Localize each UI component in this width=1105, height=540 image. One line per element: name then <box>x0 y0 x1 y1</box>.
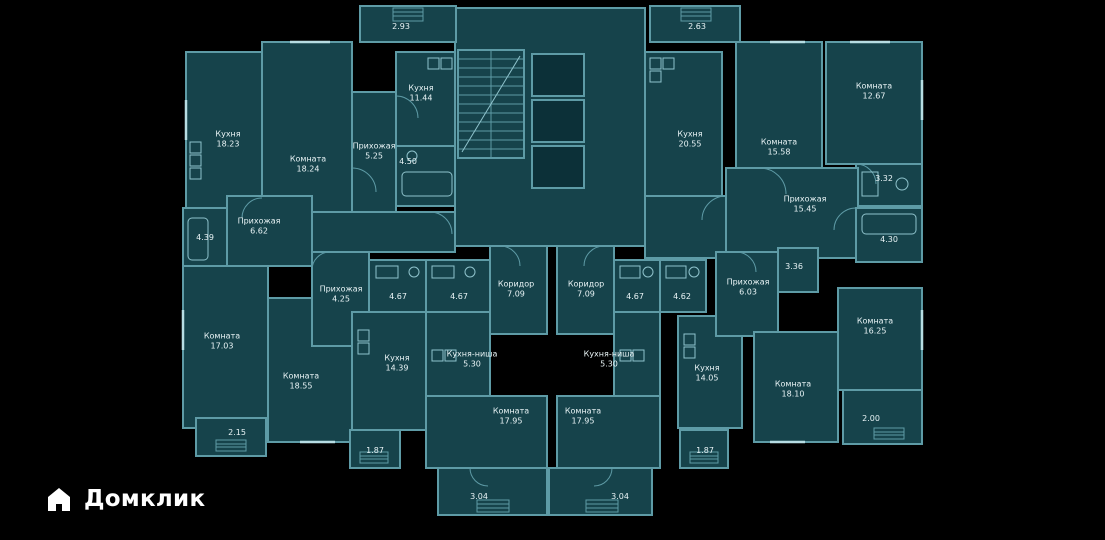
bath-fixture-icons <box>187 150 917 279</box>
window-marks <box>181 40 924 444</box>
balcony-hatch <box>215 7 905 513</box>
domclick-house-icon <box>48 488 70 511</box>
domclick-logo: Домклик <box>44 484 205 514</box>
domclick-logo-text: Домклик <box>84 486 206 512</box>
kitchen-fixture-icons <box>189 57 696 362</box>
balconies <box>195 5 923 516</box>
stairs-icon <box>457 49 525 159</box>
elevator-icon <box>531 53 585 189</box>
door-arcs <box>241 95 877 487</box>
